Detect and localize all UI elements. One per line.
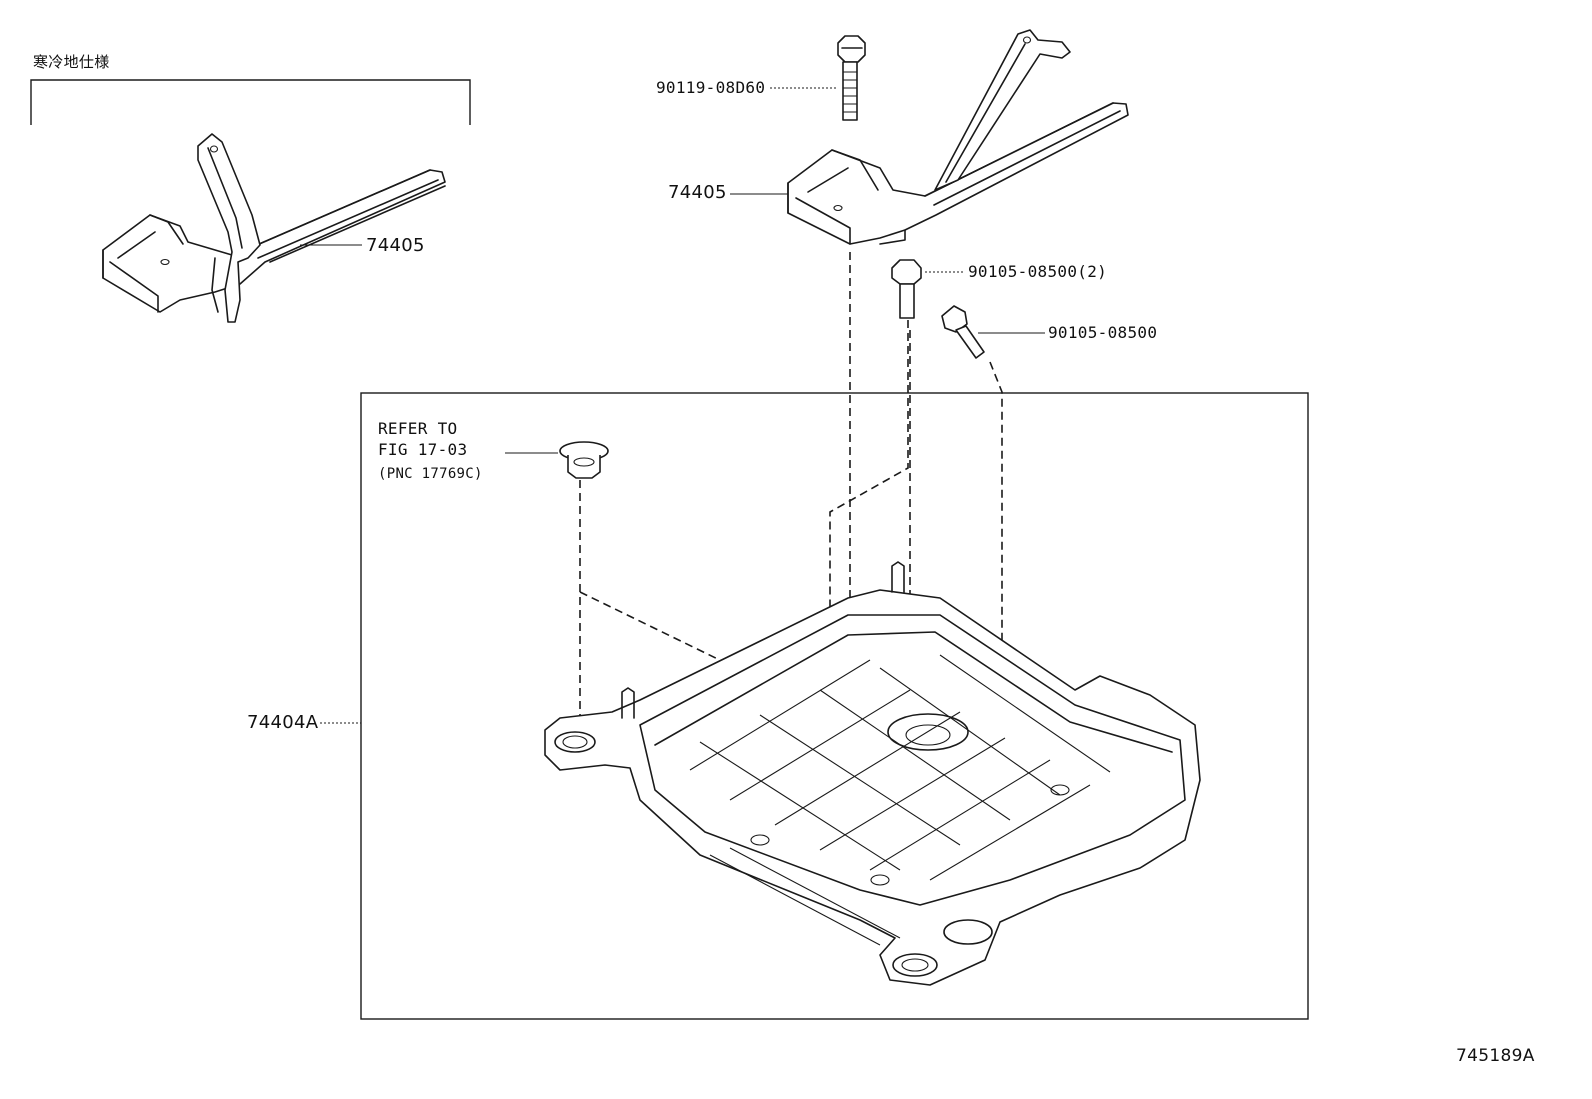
clip-pnc-17769c (559, 441, 609, 479)
cold-spec-battery-clamp (102, 133, 446, 323)
battery-tray-74404a (544, 561, 1201, 986)
battery-clamp-bracket (787, 29, 1129, 245)
bolt-90119-08d60 (837, 35, 866, 121)
callout-74405-main: 74405 (668, 182, 727, 203)
callout-74405-cold: 74405 (366, 235, 425, 256)
reference-line-2: FIG 17-03 (378, 440, 468, 459)
callout-90105-08500: 90105-08500 (1048, 323, 1158, 342)
assembly-line-clip-diag (579, 591, 916, 776)
tray-group-frame (360, 392, 1309, 1020)
reference-line-1: REFER TO (378, 419, 458, 438)
bolt-90105-08500-single (941, 305, 985, 359)
callout-90105-08500-2: 90105-08500(2) (968, 262, 1108, 281)
cold-climate-spec-label: 寒冷地仕様 (33, 53, 110, 71)
assembly-line-bolt-single (989, 361, 1003, 830)
cold-spec-bracket-frame (30, 79, 471, 125)
callout-90119-08d60: 90119-08D60 (656, 78, 766, 97)
reference-line-3: (PNC 17769C) (378, 466, 483, 482)
bolt-90105-08500-pair (891, 259, 922, 319)
figure-id: 745189A (1456, 1046, 1535, 1066)
callout-74404a: 74404A (247, 712, 319, 733)
